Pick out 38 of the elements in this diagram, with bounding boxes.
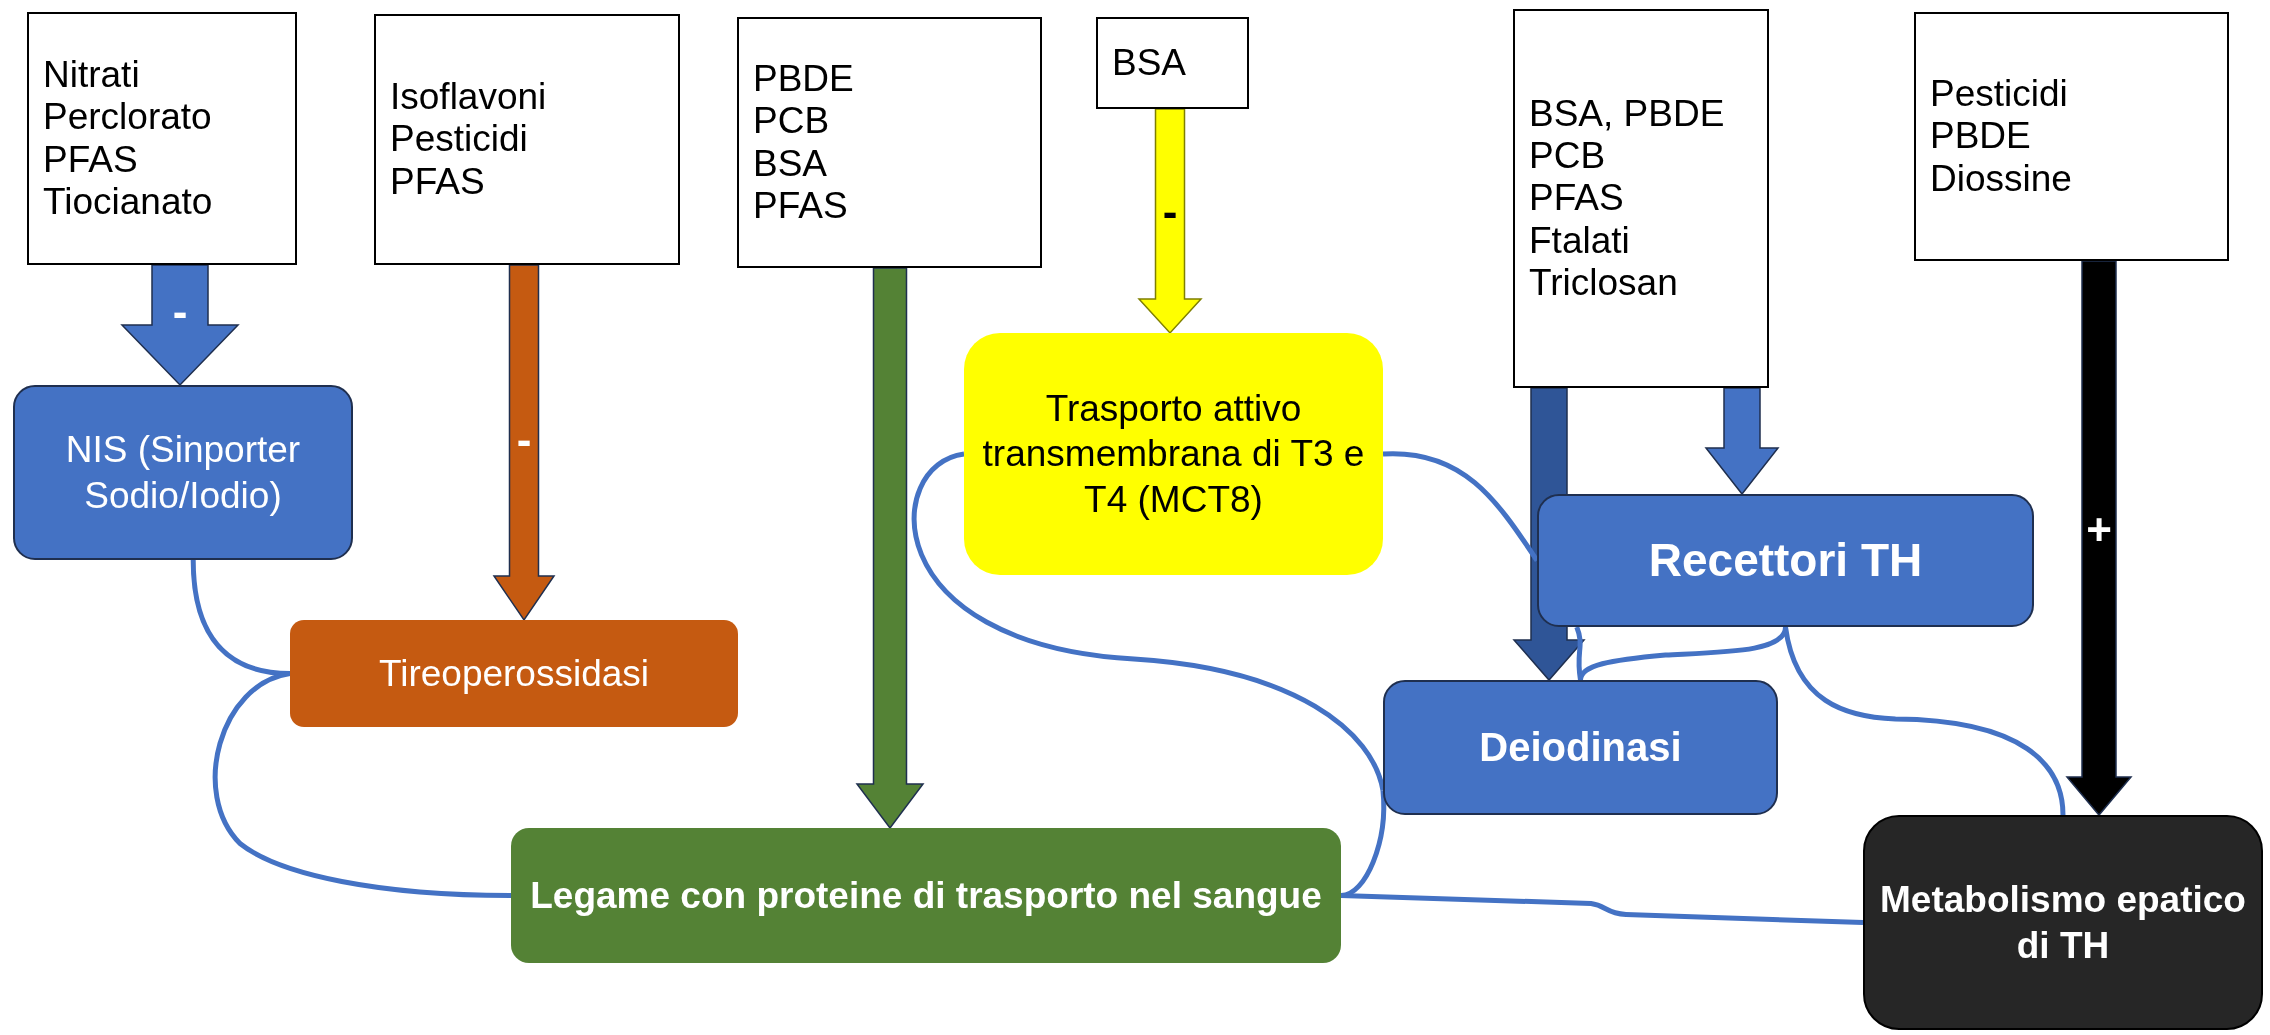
edge-label: - — [172, 290, 188, 334]
substance-list: PBDE PCB BSA PFAS — [753, 58, 854, 227]
box-label: Recettori TH — [1648, 533, 1923, 589]
block-arrow — [1704, 387, 1780, 496]
edge-label: - — [516, 418, 532, 462]
process-box — [964, 333, 1383, 575]
block-arrow — [2065, 260, 2133, 817]
block-arrow — [492, 264, 556, 622]
substance-list-box — [1096, 17, 1249, 109]
process-box — [1863, 815, 2263, 1030]
edge-label: - — [1162, 190, 1178, 234]
process-box — [1537, 494, 2034, 627]
substance-list-box — [27, 12, 297, 265]
edge-label: + — [2086, 508, 2112, 552]
connector-line — [1783, 626, 2066, 816]
substance-list-box — [1513, 9, 1769, 388]
box-label: Trasporto attivo transmembrana di T3 e T4 (MCT8) — [981, 387, 1366, 522]
substance-list: Pesticidi PBDE Diossine — [1930, 73, 2072, 200]
substance-list-box — [737, 17, 1042, 268]
substance-list: BSA — [1112, 41, 1187, 85]
box-label: Metabolismo epatico di TH — [1879, 878, 2247, 968]
block-arrow — [1137, 108, 1203, 335]
substance-list-box — [374, 14, 680, 265]
process-box — [1383, 680, 1778, 815]
box-label: Deiodinasi — [1479, 724, 1682, 772]
process-box — [511, 828, 1341, 963]
process-box — [290, 620, 738, 727]
box-label: Legame con proteine di trasporto nel sangue — [530, 873, 1322, 918]
substance-list: Nitrati Perclorato PFAS Tiocianato — [43, 54, 213, 223]
substance-list: BSA, PBDE PCB PFAS Ftalati Triclosan — [1529, 93, 1725, 304]
box-label: NIS (Sinporter Sodio/Iodio) — [64, 428, 302, 518]
substance-list: Isoflavoni Pesticidi PFAS — [390, 76, 547, 203]
connector-line — [1340, 893, 1864, 925]
process-box — [13, 385, 353, 560]
substance-list-box — [1914, 12, 2229, 261]
box-label: Tireoperossidasi — [378, 651, 650, 696]
block-arrow — [855, 267, 925, 830]
block-arrow — [120, 264, 240, 387]
